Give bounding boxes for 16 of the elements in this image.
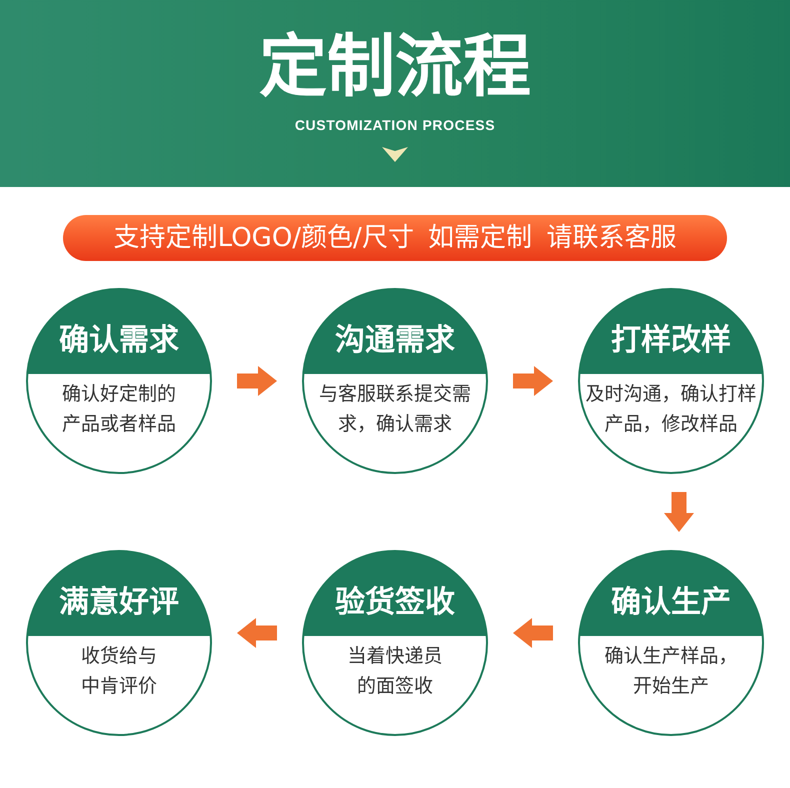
step-title: 沟通需求 — [335, 323, 455, 359]
notice-banner — [63, 215, 727, 261]
step-description: 与客服联系提交需求，确认需求 — [318, 382, 472, 437]
step-title: 确认生产 — [611, 585, 731, 621]
step-title: 确认需求 — [59, 323, 179, 359]
step-title: 验货签收 — [335, 585, 455, 621]
step-description: 确认好定制的产品或者样品 — [61, 382, 177, 437]
step-description: 及时沟通，确认打样产品，修改样品 — [584, 382, 758, 437]
step-description: 确认生产样品，开始生产 — [604, 644, 738, 699]
page-title: 定制流程 — [259, 30, 531, 106]
step-title: 打样改样 — [611, 323, 731, 359]
step-title: 满意好评 — [59, 585, 179, 621]
banner-text: 支持定制LOGO/颜色/尺寸 如需定制 请联系客服 — [114, 222, 676, 254]
step-description: 当着快递员的面签收 — [346, 644, 444, 699]
subtitle: CUSTOMIZATION PROCESS — [294, 116, 496, 134]
step-description: 收货给与中肯评价 — [80, 644, 158, 699]
